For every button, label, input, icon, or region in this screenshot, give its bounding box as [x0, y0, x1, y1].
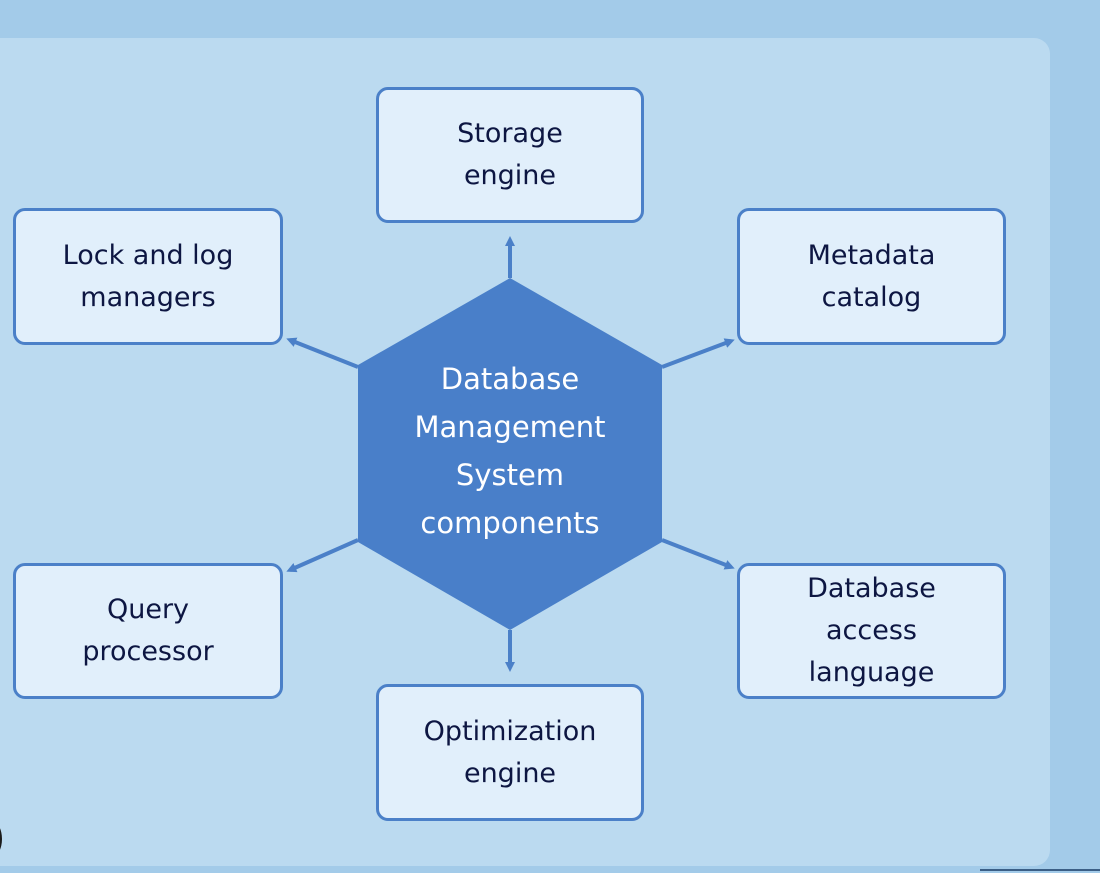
bottom-edge-line: [980, 869, 1100, 871]
arrow-to-metadata-catalog: [661, 338, 735, 369]
database-access-language-box: Database access language: [737, 563, 1006, 699]
lock-log-managers-box: Lock and log managers: [13, 208, 283, 345]
arrow-to-query-processor: [286, 538, 359, 573]
hub-hexagon: [358, 278, 662, 630]
arrow-to-lock-log-managers: [286, 337, 359, 369]
hub-label: Database Management System components: [414, 362, 606, 540]
arrow-to-database-access-language: [661, 538, 735, 570]
optimization-engine-box: Optimization engine: [376, 684, 644, 821]
query-processor-box: Query processor: [13, 563, 283, 699]
storage-engine-box: Storage engine: [376, 87, 644, 223]
metadata-catalog-box: Metadata catalog: [737, 208, 1006, 345]
